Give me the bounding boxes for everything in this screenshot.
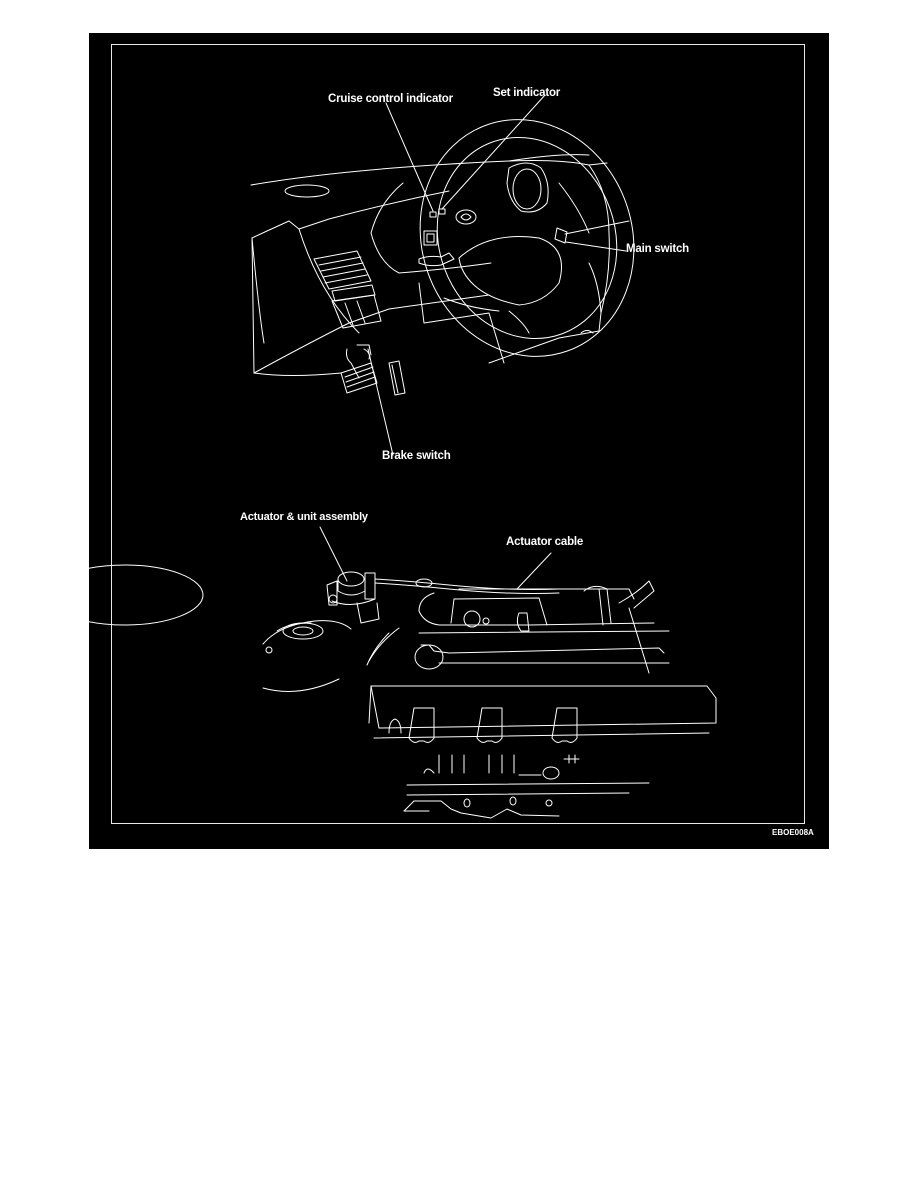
figure-frame <box>111 44 805 824</box>
label-brake-switch: Brake switch <box>382 450 451 462</box>
leader-lines-bottom <box>319 526 552 590</box>
figure-code: EBOE008A <box>772 828 814 837</box>
label-set-indicator: Set indicator <box>493 87 561 99</box>
leader-lines-top <box>367 94 630 456</box>
engine-bay-drawing <box>89 564 717 819</box>
label-actuator-cable: Actuator cable <box>506 536 584 548</box>
cruise-control-component-location-figure: Cruise control indicator Set indicator M… <box>89 33 829 849</box>
label-main-switch: Main switch <box>626 243 689 255</box>
label-cruise-control-indicator: Cruise control indicator <box>328 93 453 105</box>
figure-line-art <box>89 94 717 819</box>
label-actuator-unit-assembly: Actuator & unit assembly <box>240 511 368 523</box>
dashboard-drawing <box>250 119 635 396</box>
